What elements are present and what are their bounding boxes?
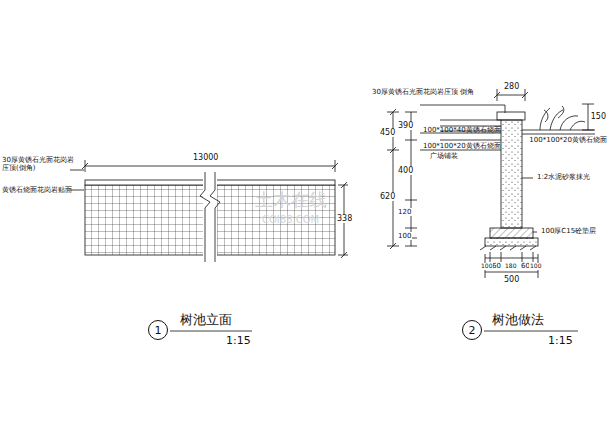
note: 100*100*20黄锈石烧面 [529,136,607,144]
detail-number-circle: 1 [148,320,168,340]
dimension: 450 [379,128,396,137]
dimension: 400 [397,166,414,175]
watermark: COI88.COM [262,214,319,226]
dimension: 500 [503,275,520,284]
dimension: 13000 [192,153,219,162]
note: 30厚黄锈石光面花岗岩压顶 倒角 [372,88,502,96]
scale: 1:15 [548,335,573,348]
drawing-title: 树池立面 [180,313,232,328]
note: 1:2水泥砂浆抹光 [537,173,590,181]
dimension: 100 [529,263,542,270]
dimension: 120 [397,208,412,216]
note: 100*100*20黄锈石烧面 [423,142,501,150]
drawing-title: 树池做法 [492,313,544,328]
note: 100厚C15砼垫层 [541,227,596,235]
dimension: 620 [379,192,396,201]
dimension: 338 [336,214,353,223]
scale: 1:15 [226,335,251,348]
dimension: 100 [480,263,493,270]
note: 黄锈石烧面花岗岩贴面 [2,186,72,194]
note: 广场铺装 [430,152,458,160]
dimension: 180 [504,263,517,270]
dimension: 100 [397,232,412,240]
dimension: 280 [503,82,520,91]
note: 100*100*40黄锈石烧面 [423,126,501,134]
detail-number: 1 [155,324,162,337]
detail-number: 2 [469,324,476,337]
detail-number-circle: 2 [462,320,482,340]
dimension: 150 [590,112,607,121]
watermark: 土木在线 [255,190,327,211]
dimension: 390 [397,121,414,130]
note: 30厚黄锈石光面花岗岩 压顶(倒角) [2,156,82,172]
